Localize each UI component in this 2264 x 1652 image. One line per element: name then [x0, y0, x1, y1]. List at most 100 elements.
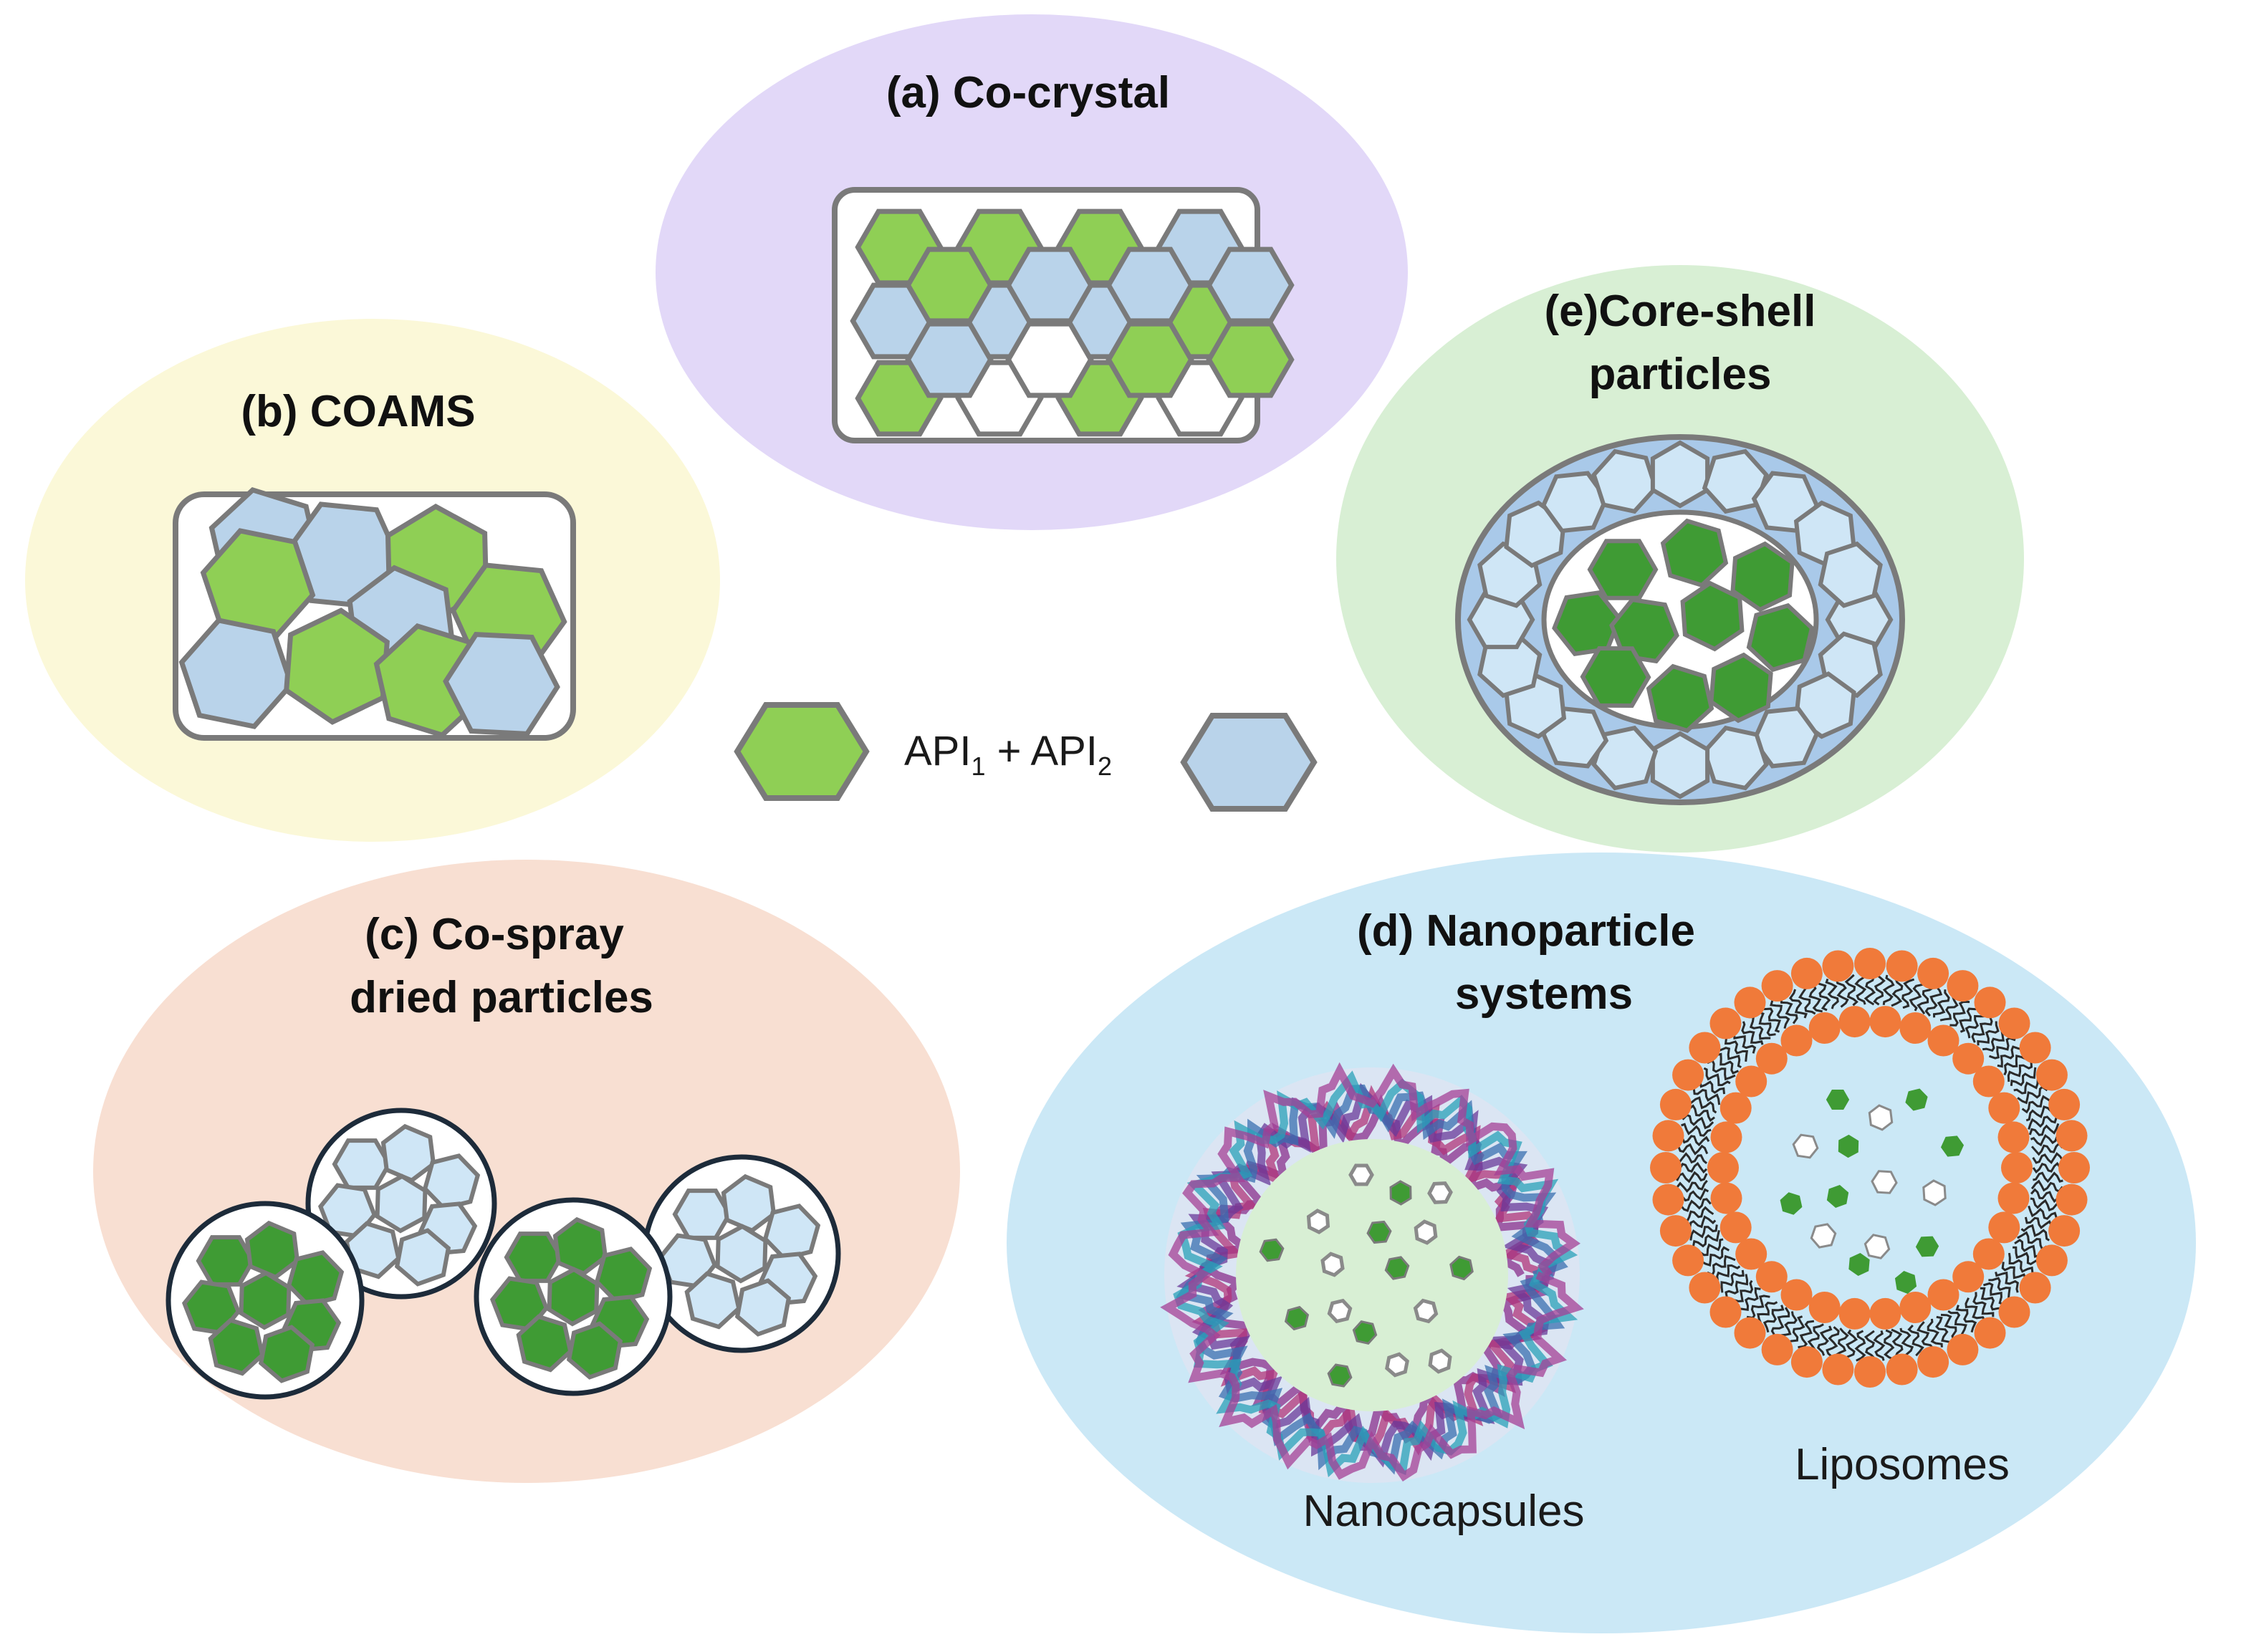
- api1-hexagon: [1730, 541, 1795, 613]
- plus-sign: +: [986, 728, 1031, 774]
- lipid-tail: [2032, 1152, 2065, 1164]
- lipid-tail: [1844, 974, 1858, 1007]
- api1-hexagon: [1327, 1363, 1353, 1388]
- api2-hexagon: [1005, 246, 1094, 324]
- lipid-tail: [2032, 1161, 2065, 1174]
- lipid-tail: [2030, 1133, 2061, 1147]
- api2-hexagon: [1427, 1181, 1453, 1204]
- api1-hexagon: [258, 1325, 315, 1383]
- lipid-head: [1899, 1012, 1932, 1044]
- api2-hexagon: [1428, 1348, 1452, 1374]
- api2-hexagon: [1327, 1298, 1353, 1324]
- lipid-head: [2035, 1244, 2068, 1277]
- api2-hexagon: [672, 1188, 732, 1240]
- api2-subscript: 2: [1098, 751, 1112, 781]
- lipid-head: [1998, 1296, 2030, 1328]
- lipid-tail: [1891, 976, 1904, 1007]
- api1-hexagon: [1105, 321, 1194, 398]
- lipid-tail: [1717, 1047, 1742, 1069]
- lipid-head: [1652, 1183, 1684, 1216]
- lipid-tail: [1677, 1188, 1709, 1202]
- lipid-head: [2019, 1032, 2051, 1064]
- lipid-tail: [1787, 1315, 1805, 1344]
- lipid-head: [2001, 1152, 2033, 1183]
- api1-hexagon: [1680, 580, 1745, 652]
- lipid-tail: [2007, 1060, 2033, 1082]
- api2-hexagon: [1702, 448, 1769, 514]
- lipid-tail: [1682, 1206, 1714, 1223]
- lipid-tail: [1864, 1330, 1876, 1363]
- api2-hexagon: [715, 1224, 768, 1284]
- lipid-head: [1650, 1152, 1682, 1183]
- api-legend-text: API1 + API2: [904, 728, 1112, 781]
- lipid-head: [1734, 1317, 1766, 1349]
- lipid-tail: [1725, 1274, 1749, 1299]
- lipid-head: [1972, 1238, 2005, 1270]
- lipid-tail: [1854, 974, 1867, 1005]
- lipid-head: [1952, 1261, 1985, 1293]
- lipid-tail: [2024, 1216, 2054, 1231]
- coreshell-panel: (e)Core-shell particles: [1455, 287, 1905, 805]
- lipid-head: [1808, 1292, 1841, 1323]
- api1-hexagon: [1206, 321, 1295, 398]
- lipid-tail: [2028, 1115, 2058, 1130]
- lipid-tail: [1770, 1307, 1790, 1338]
- lipid-tail: [1907, 1324, 1924, 1357]
- lipid-tail: [1965, 1012, 1987, 1039]
- lipid-tail: [1687, 1096, 1717, 1114]
- api1-hexagon: [1284, 1305, 1310, 1331]
- lipid-head: [1998, 1007, 2030, 1039]
- lipid-tail: [1757, 1301, 1778, 1327]
- lipid-tail: [1815, 981, 1831, 1012]
- lipid-head: [1972, 1065, 2005, 1098]
- lipid-tail: [1753, 1011, 1776, 1037]
- lipid-tail: [1917, 983, 1934, 1014]
- lipid-tail: [1845, 1329, 1858, 1360]
- api1-hexagon: [1587, 539, 1659, 600]
- lipid-tail: [1834, 1327, 1849, 1360]
- lipid-tail: [1873, 973, 1886, 1006]
- api1-hexagon: [547, 1267, 600, 1327]
- api1-subscript: 1: [972, 751, 986, 781]
- lipid-head: [1869, 1297, 1901, 1330]
- lipid-tail: [1707, 1059, 1736, 1081]
- lipid-tail: [2017, 1231, 2048, 1251]
- lipid-tail: [1737, 1287, 1761, 1312]
- lipid-tail: [1679, 1198, 1712, 1212]
- lipid-tail: [1825, 979, 1839, 1009]
- lipid-head: [1719, 1211, 1752, 1244]
- lipid-tail: [1770, 1000, 1790, 1029]
- lipid-tail: [2003, 1055, 2029, 1076]
- lipid-tail: [1692, 1087, 1721, 1105]
- lipid-tail: [1677, 1179, 1708, 1193]
- lipid-head: [1735, 1238, 1767, 1270]
- lipid-head: [1755, 1261, 1788, 1293]
- api1-hexagon: [181, 1279, 241, 1335]
- lipid-tail: [2008, 1252, 2034, 1273]
- lipid-head: [1689, 1032, 1721, 1064]
- lipid-head: [1790, 957, 1823, 989]
- api2-hexagon: [1650, 440, 1710, 509]
- lipid-tail: [1891, 1328, 1904, 1360]
- lipid-head: [1899, 1292, 1932, 1323]
- lipid-head: [1780, 1024, 1813, 1057]
- lipid-tail: [1788, 989, 1808, 1019]
- lipid-tail: [1971, 1015, 1993, 1043]
- lipid-head: [2048, 1088, 2081, 1120]
- coams-title: (b) COAMS: [241, 387, 475, 436]
- lipid-head: [1927, 1024, 1960, 1057]
- lipid-tail: [1699, 1246, 1730, 1267]
- api1-hexagon: [196, 1235, 256, 1287]
- api2-hexagon: [394, 1228, 451, 1287]
- lipid-head: [2056, 1183, 2088, 1216]
- lipid-head: [1927, 1279, 1960, 1311]
- lipid-tail: [2030, 1197, 2061, 1211]
- lipid-tail: [1689, 1224, 1718, 1241]
- liposome-phospholipid-heads: [1650, 948, 2090, 1388]
- api1-hexagon: [239, 1270, 292, 1330]
- api2-hexagon: [1348, 1163, 1374, 1186]
- cospray-title-line2: dried particles: [350, 973, 653, 1022]
- api1-hexagon: [1660, 518, 1729, 588]
- lipid-tail: [1947, 1310, 1967, 1338]
- lipid-head: [1790, 1346, 1823, 1378]
